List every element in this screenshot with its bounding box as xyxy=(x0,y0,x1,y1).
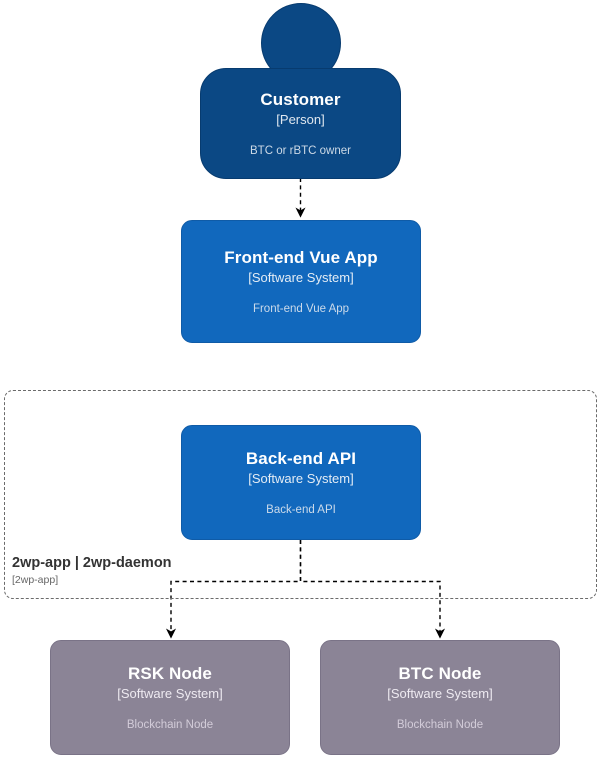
node-frontend-type: [Software System] xyxy=(248,269,354,285)
node-backend-description: Back-end API xyxy=(266,503,336,516)
node-rsk-type: [Software System] xyxy=(117,685,223,701)
boundary-name: 2wp-app | 2wp-daemon xyxy=(12,555,172,571)
node-frontend-title: Front-end Vue App xyxy=(224,247,378,267)
node-btc-title: BTC Node xyxy=(398,663,482,683)
node-rsk-node[interactable]: RSK Node [Software System] Blockchain No… xyxy=(50,640,290,755)
node-rsk-description: Blockchain Node xyxy=(126,718,214,731)
node-backend-title: Back-end API xyxy=(245,448,357,468)
boundary-label: 2wp-app | 2wp-daemon [2wp-app] xyxy=(12,554,172,587)
node-rsk-title: RSK Node xyxy=(128,663,212,683)
node-backend-api[interactable]: Back-end API [Software System] Back-end … xyxy=(181,425,421,540)
node-customer-description: BTC or rBTC owner xyxy=(250,144,351,157)
node-backend-type: [Software System] xyxy=(248,470,354,486)
node-frontend-description: Front-end Vue App xyxy=(252,302,350,315)
node-frontend-vue-app[interactable]: Front-end Vue App [Software System] Fron… xyxy=(181,220,421,343)
node-btc-type: [Software System] xyxy=(387,685,493,701)
node-btc-description: Blockchain Node xyxy=(396,718,484,731)
boundary-2wp-app xyxy=(4,390,597,599)
boundary-type: [2wp-app] xyxy=(12,574,59,586)
node-customer-title: Customer xyxy=(260,89,341,109)
node-customer-type: [Person] xyxy=(276,111,325,127)
node-btc-node[interactable]: BTC Node [Software System] Blockchain No… xyxy=(320,640,560,755)
node-customer[interactable]: Customer [Person] BTC or rBTC owner xyxy=(200,68,401,179)
